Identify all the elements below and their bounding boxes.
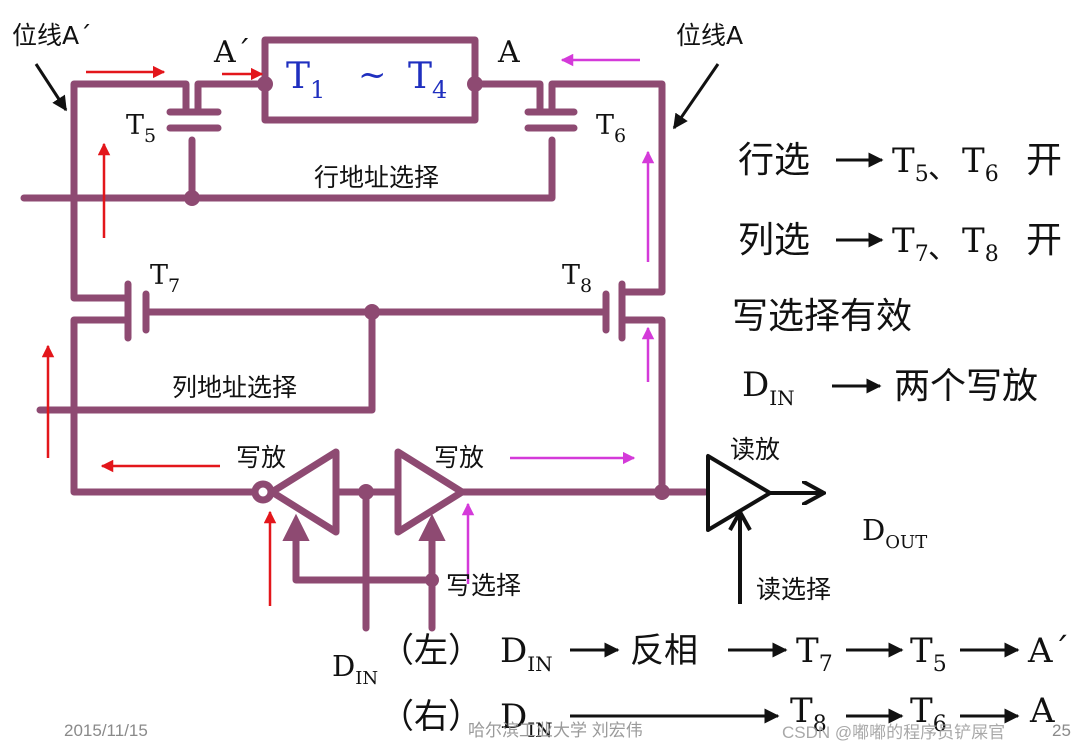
footer-watermark: CSDN @嘟嘟的程序员铲屎官 (782, 723, 1005, 742)
label-t4: T4 (408, 56, 447, 104)
left-lower-wire (70, 316, 264, 496)
junction-out (654, 484, 670, 500)
label-row-select: 行地址选择 (314, 163, 439, 192)
label-bitline-a: 位线A (676, 21, 743, 50)
note2-t7: T7 (892, 221, 929, 267)
note2-text: 列选 (738, 220, 810, 261)
label-t7: T7 (150, 260, 180, 297)
note2-sep: 、 (928, 231, 958, 266)
label-node-a-prime: A´ (213, 35, 251, 70)
path-left: （左） DIN 反相 T7 T5 A´ (380, 631, 1070, 677)
path-right-din: DIN (500, 697, 553, 742)
note1-t6: T6 (962, 141, 999, 187)
path-right-t6: T6 (910, 691, 947, 737)
bitline-a-wire (548, 80, 666, 296)
circuit-wires (20, 36, 709, 632)
footer-page: 25 (1052, 721, 1071, 740)
path-left-din: DIN (500, 631, 553, 676)
note2-t8: T8 (962, 221, 999, 267)
label-bitline-a-prime: 位线A´ (12, 21, 92, 50)
path-right-t8: T8 (790, 691, 827, 737)
label-write-amp-right: 写放 (434, 443, 484, 472)
red-flow-arrows (41, 65, 277, 606)
footer-author: 哈尔滨工业大学 刘宏伟 (468, 721, 643, 740)
write-enable-arrows (282, 513, 446, 580)
circuit-labels: 位线A´ 位线A A´ A T1 ~ T4 T5 T6 T7 T8 行地址选择 … (12, 21, 927, 689)
write-enable-right-head (418, 513, 446, 541)
note1-text: 行选 (738, 140, 810, 181)
junction-row (184, 190, 200, 206)
label-din: DIN (332, 649, 378, 689)
label-t6: T6 (596, 110, 626, 147)
junction-a-prime (257, 76, 273, 92)
t6-gate (524, 108, 578, 132)
path-left-t7: T7 (796, 631, 833, 677)
label-read-select: 读选择 (756, 575, 831, 604)
path-left-t5: T5 (910, 631, 947, 677)
read-amplifier (706, 454, 822, 604)
bitline-a-prime-wire (70, 80, 190, 302)
magenta-flow-arrows (461, 53, 655, 584)
label-t5: T5 (126, 110, 156, 147)
storage-cell-label: T1 ~ T4 (286, 55, 447, 104)
right-lower-wire (618, 316, 666, 496)
junction-a (467, 76, 483, 92)
label-tilde: ~ (358, 55, 387, 95)
note3-text: 写选择有效 (732, 296, 912, 337)
note1-tail: 开 (1026, 140, 1062, 181)
junction-col (364, 304, 380, 320)
note1-sep: 、 (928, 151, 958, 186)
label-t1: T1 (286, 56, 325, 104)
wire-node-a (471, 80, 544, 116)
label-node-a: A (497, 35, 520, 70)
bitline-a-pointer (672, 63, 720, 130)
write-amp-left-triangle (268, 448, 340, 536)
note4-tail: 两个写放 (894, 366, 1038, 407)
footer: 2015/11/15 哈尔滨工业大学 刘宏伟 CSDN @嘟嘟的程序员铲屎官 2… (64, 721, 1071, 742)
label-write-select: 写选择 (446, 571, 521, 600)
write-amp-left-bubble (251, 480, 275, 504)
path-right-paren: （右） (380, 697, 482, 737)
label-read-amp: 读放 (730, 435, 780, 464)
path-left-paren: （左） (380, 631, 482, 671)
path-right: （右） DIN T8 T6 A (380, 691, 1055, 742)
label-t8: T8 (562, 260, 592, 297)
write-amplifiers (251, 448, 466, 536)
write-enable-left-head (282, 513, 310, 541)
wire-node-a-prime (194, 80, 269, 116)
t5-gate (166, 108, 222, 132)
pointer-lines (34, 63, 720, 130)
path-right-a: A (1029, 691, 1055, 731)
path-left-a-prime: A´ (1027, 631, 1070, 671)
path-left-invert: 反相 (630, 631, 698, 671)
right-notes: 行选 T5 、 T6 开 列选 T7 、 T8 开 写选择有效 DIN 两个写放 (732, 140, 1062, 410)
label-write-amp-left: 写放 (236, 443, 286, 472)
junction-din (358, 484, 374, 500)
label-col-select: 列地址选择 (172, 373, 297, 402)
read-select-arrowhead (728, 510, 752, 531)
col-select-drop (36, 308, 376, 414)
junction-dots (184, 76, 670, 587)
footer-date: 2015/11/15 (64, 721, 148, 740)
write-amp-right-triangle (394, 448, 466, 536)
bitline-a-prime-pointer (34, 63, 68, 112)
note4-din: DIN (742, 365, 795, 410)
label-dout: DOUT (862, 513, 927, 553)
note2-tail: 开 (1026, 220, 1062, 261)
note1-t5: T5 (892, 141, 929, 187)
